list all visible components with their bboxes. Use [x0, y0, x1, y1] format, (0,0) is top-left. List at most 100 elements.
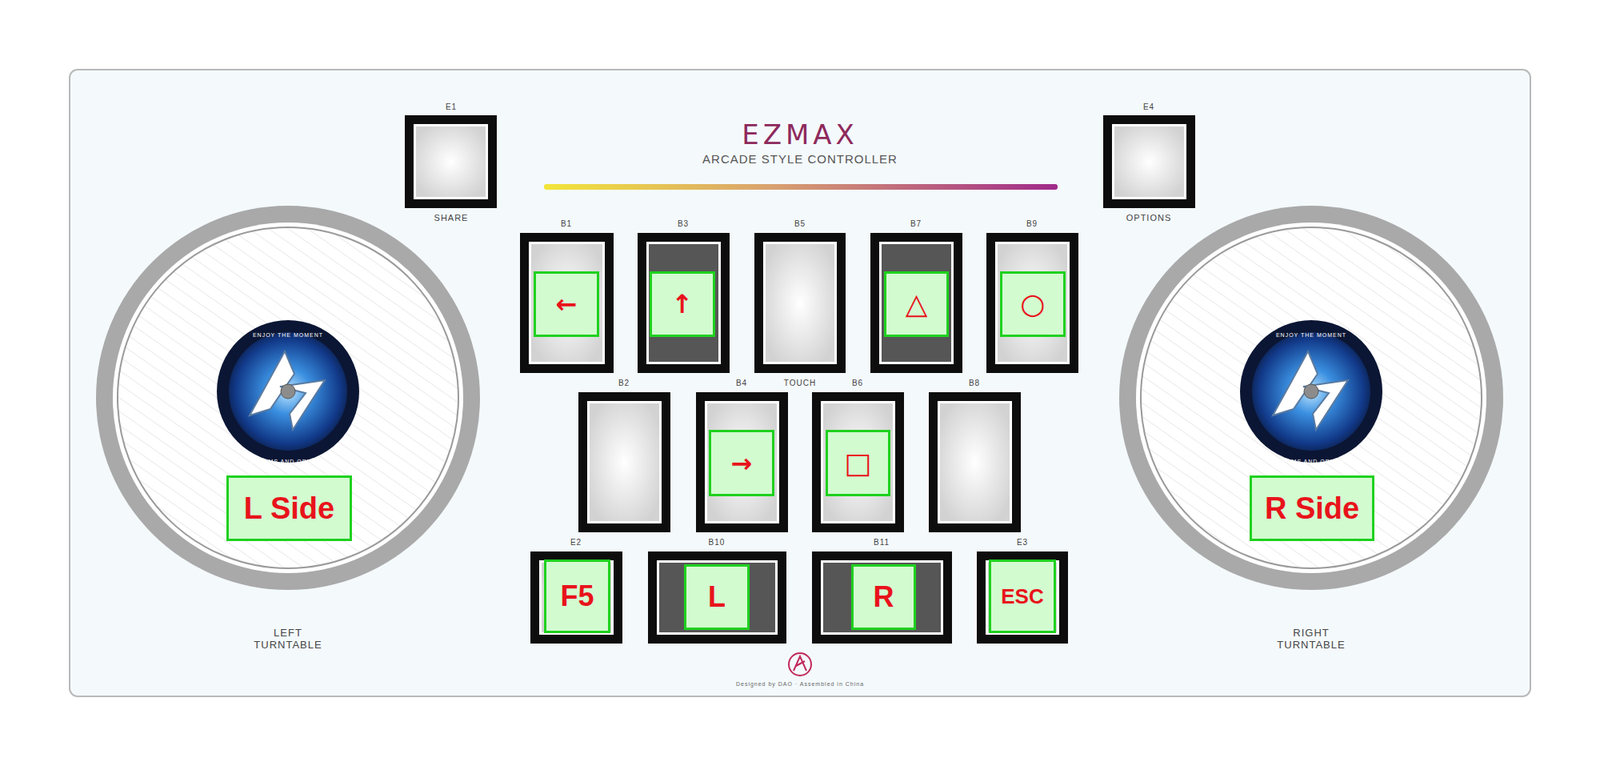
part-label: DREAMS AND ORIGINS	[1272, 458, 1350, 464]
button-frame	[812, 392, 904, 532]
button-frame	[986, 232, 1079, 373]
key-text: ↑	[672, 291, 694, 317]
brand-title: EZMAX	[741, 118, 859, 151]
button-face	[589, 403, 660, 521]
button-frame	[870, 232, 963, 373]
button-frame	[812, 551, 952, 644]
key-label: ↑	[649, 271, 716, 337]
button-face	[1114, 126, 1184, 197]
button-rim	[820, 400, 896, 524]
button-rim	[587, 400, 662, 524]
part-label: RIGHT TURNTABLE	[1271, 627, 1352, 652]
part-label: B9	[1026, 219, 1038, 228]
button-frame	[530, 551, 623, 644]
turntable-label	[1240, 320, 1383, 463]
key-text: △	[905, 289, 928, 319]
part-label: TOUCH	[784, 378, 816, 388]
spindle	[280, 384, 296, 399]
button-rim	[995, 241, 1070, 364]
turntable-ring	[1119, 205, 1504, 590]
key-text: R	[873, 582, 895, 612]
button-frame	[1103, 115, 1196, 208]
button-rim	[656, 560, 778, 635]
button-face	[707, 403, 777, 521]
part-label: ARCADE STYLE CONTROLLER	[702, 152, 898, 166]
part-label: E1	[445, 102, 457, 112]
button-rim	[704, 400, 780, 524]
part-label: B6	[852, 378, 864, 388]
key-label: ←	[533, 271, 600, 337]
part-label: B7	[910, 219, 922, 228]
part-label: B11	[873, 537, 890, 547]
key-label: L Side	[226, 475, 352, 541]
part-label: LEFT TURNTABLE	[252, 627, 324, 652]
button-rim	[820, 560, 944, 635]
part-label: OPTIONS	[1126, 212, 1172, 223]
part-label: B1	[560, 219, 572, 228]
turntable-label	[216, 320, 360, 463]
button-rim	[413, 124, 488, 200]
button-rim	[539, 560, 614, 635]
key-label: ESC	[988, 559, 1056, 633]
button-frame	[754, 232, 846, 373]
button-face	[997, 244, 1068, 362]
key-label: R	[851, 564, 916, 630]
button-face	[659, 562, 776, 632]
button-frames	[404, 115, 1196, 644]
part-label: E4	[1143, 102, 1155, 112]
button-face	[881, 244, 952, 362]
panel	[69, 69, 1531, 696]
button-rim	[937, 400, 1012, 524]
button-rim	[528, 241, 605, 364]
logo-v	[1303, 380, 1348, 430]
part-label: B3	[677, 219, 689, 228]
button-face	[531, 244, 603, 362]
button-frame	[520, 232, 614, 373]
turntable-platter	[1140, 227, 1482, 568]
key-text: □	[844, 448, 872, 478]
button-face	[940, 403, 1010, 521]
turntable-ring	[96, 205, 480, 590]
button-frame	[648, 551, 787, 644]
key-label: △	[884, 271, 949, 337]
part-label: E3	[1016, 537, 1028, 547]
button-frame	[578, 392, 671, 532]
button-rim	[985, 560, 1060, 635]
button-frame	[928, 392, 1021, 532]
key-text: R Side	[1264, 492, 1360, 524]
part-label: B2	[618, 378, 630, 388]
footer-logo-mark	[793, 656, 807, 671]
part-label: E2	[570, 537, 582, 547]
part-label: B8	[968, 378, 980, 388]
key-text: ○	[1020, 289, 1045, 319]
key-text: →	[731, 450, 753, 476]
part-label: B5	[794, 219, 806, 228]
key-text: L Side	[244, 492, 335, 524]
turntable-platter	[117, 227, 459, 568]
part-label: ENJOY THE MOMENT	[1276, 332, 1347, 338]
part-label: SHARE	[434, 212, 469, 223]
button-face	[416, 126, 486, 197]
spindle	[1304, 384, 1319, 399]
button-frame	[696, 392, 788, 532]
turntable-label-center	[1252, 332, 1371, 451]
key-text: L	[708, 582, 726, 612]
button-rim	[1112, 124, 1187, 200]
key-label: →	[708, 429, 775, 496]
key-text: ←	[556, 291, 578, 317]
button-face	[765, 244, 835, 362]
turntable-label-center	[228, 332, 348, 451]
gradient-bar	[544, 184, 1058, 190]
footer-logo	[788, 652, 812, 676]
button-frame	[404, 115, 497, 208]
key-label: L	[684, 564, 750, 630]
key-text: F5	[560, 581, 594, 611]
logo-a	[249, 351, 295, 416]
turntable-gap	[112, 222, 464, 573]
key-label: □	[825, 429, 891, 496]
part-label: B10	[708, 537, 726, 547]
button-frame	[637, 232, 730, 373]
turntables	[96, 205, 1504, 590]
key-text: ESC	[1000, 585, 1044, 607]
part-label: B4	[736, 378, 748, 388]
